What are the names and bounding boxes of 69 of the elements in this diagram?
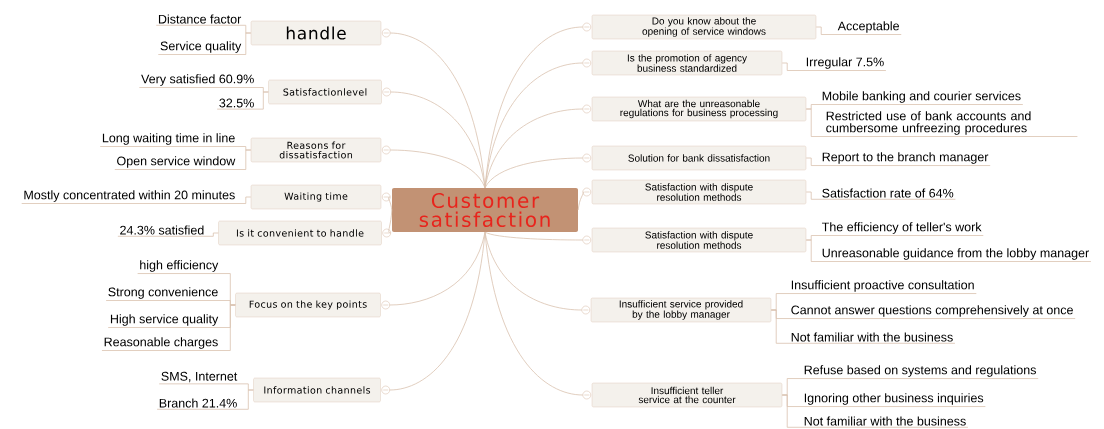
subtopic-text: Distance factor [158,14,242,24]
subtopic-text: Mostly concentrated within 20 minutes [24,190,235,202]
branch-line [101,304,236,351]
subtopic-text: 32.5% [219,98,254,108]
central-topic-box: Customer satisfaction [392,188,578,232]
topic-box: Focus on the key points [235,292,390,318]
subtopic-text: Branch 21.4% [159,398,237,408]
branch-line [156,389,254,410]
topic-box: Do you know about the opening of service windows [582,14,817,40]
subtopic-text: Ignoring other business inquiries [804,393,984,405]
branch-line [484,231,584,396]
topic-box: Satisfactionlevel [268,79,391,105]
subtopic-text: Mobile banking and courier services [822,91,1021,103]
branch-line [388,209,393,234]
branch-line [484,26,584,189]
branch-line [21,196,252,204]
subtopic-text: Acceptable [837,21,899,33]
branch-line [389,149,486,189]
branch-line [117,232,219,237]
topic-box: Waiting time [250,184,391,210]
topic-box: Satisfaction with dispute resolution methods [582,179,807,205]
subtopic-text: Irregular 7.5% [806,57,884,69]
topic-box: Information channels [253,377,390,403]
subtopic-text: Report to the branch manager [822,152,989,164]
branch-line [484,231,584,241]
topic-box: Insufficient service provided by the lobby manager [581,297,772,323]
topic-box: handle [250,20,391,46]
subtopic-text: Service quality [160,41,242,53]
subtopic-text: Refuse based on systems and regulations [804,365,1036,377]
topic-box: Reasons for dissatisfaction [250,137,391,163]
subtopic-text: Not familiar with the business [791,332,953,342]
branch-line [389,231,486,391]
branch-line [484,157,584,189]
subtopic-text: Long waiting time in line [102,133,235,145]
subtopic-text: Restricted use of bank accounts and cumbersome unfreezing procedures [826,111,1031,135]
subtopic-text: Reasonable charges [104,337,218,349]
branch-line [805,191,956,200]
branch-line [805,239,1092,262]
topic-box: Satisfaction with dispute resolution methods [582,227,807,253]
subtopic-text: Cannot answer questions comprehensively at once [791,305,1073,317]
branch-line [781,394,969,428]
subtopic-text: Insufficient proactive consultation [791,280,974,292]
subtopic-text: 24.3% satisfied [120,225,204,235]
subtopic-text: Unreasonable guidance from the lobby manager [822,248,1089,260]
topic-box: Solution for bank dissatisfaction [582,145,807,171]
branch-line [805,157,991,166]
branch-line [781,62,887,71]
branch-line [805,108,1078,137]
subtopic-text: SMS, Internet [161,371,238,383]
branch-line [157,32,252,55]
subtopic-text: high efficiency [140,260,219,272]
subtopic-text: Satisfaction rate of 64% [822,188,954,198]
topic-box: Insufficient teller service at the counter [582,382,783,408]
branch-line [388,196,393,211]
branch-line [770,309,956,344]
branch-line [484,108,584,189]
subtopic-text: The efficiency of teller's work [822,222,982,234]
subtopic-text: High service quality [110,314,219,326]
topic-box: Is the promotion of agency business standardized [582,50,783,76]
branch-line [216,91,269,110]
subtopic-text: Open service window [117,156,236,168]
branch-line [114,149,252,170]
topic-box: What are the unreasonable regulations for business processing [582,96,807,122]
subtopic-text: Very satisfied 60.9% [141,74,254,86]
topic-box: Is it convenient to handle [218,220,391,246]
subtopic-text: Strong convenience [108,287,218,299]
branch-line [815,26,902,35]
subtopic-text: Not familiar with the business [804,416,966,426]
branch-line [577,191,584,211]
